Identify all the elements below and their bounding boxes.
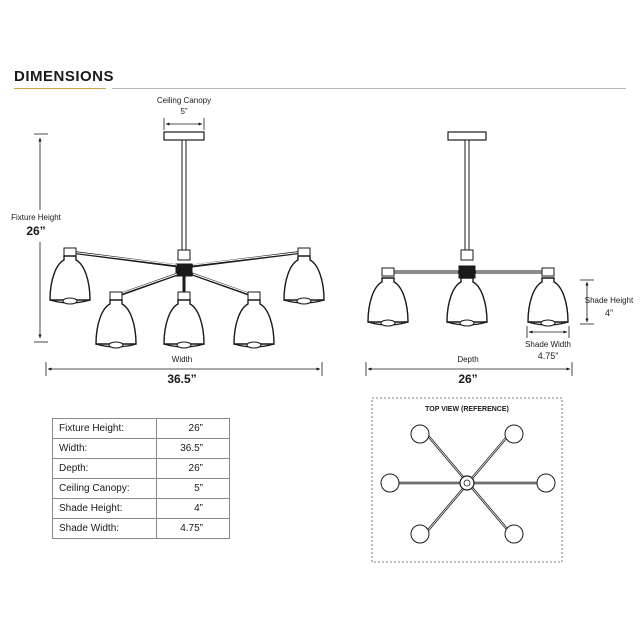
center-hub (175, 263, 193, 277)
shade-side-2 (446, 277, 488, 327)
spec-label: Fixture Height: (52, 418, 157, 439)
spec-label: Width: (52, 438, 157, 459)
fixture-height-label: Fixture Height (11, 213, 62, 222)
top-view-label: TOP VIEW (REFERENCE) (425, 406, 509, 413)
side-stem-rod (464, 139, 470, 251)
top-shade-3 (380, 473, 400, 493)
spec-row: Width:36.5” (52, 438, 230, 459)
spec-label: Ceiling Canopy: (52, 478, 157, 499)
shade-side-1 (367, 277, 409, 327)
spec-row: Depth:26” (52, 458, 230, 479)
hub-top (177, 249, 191, 261)
canopy-value: 5” (180, 107, 187, 116)
top-shade-5 (410, 524, 430, 544)
spec-row: Shade Height:4” (52, 498, 230, 519)
shade-width-label: Shade Width (525, 340, 571, 349)
side-view: Shade Height 4” Shade Width 4.75” Depth … (365, 131, 634, 386)
spec-value: 4” (156, 498, 230, 519)
shade-front-1 (49, 255, 91, 305)
side-hub (458, 265, 476, 279)
spec-value: 26” (156, 418, 230, 439)
shade-front-5 (233, 299, 275, 349)
ceiling-canopy (163, 131, 205, 141)
spec-row: Fixture Height:26” (52, 418, 230, 439)
canopy-label: Ceiling Canopy (157, 96, 211, 105)
fixture-height-value: 26” (26, 224, 45, 238)
spec-value: 4.75” (156, 518, 230, 539)
top-shade-4 (536, 473, 556, 493)
width-value: 36.5” (167, 372, 196, 386)
width-label: Width (172, 355, 192, 364)
spec-value: 36.5” (156, 438, 230, 459)
shade-front-2 (283, 255, 325, 305)
title-divider (112, 88, 626, 89)
spec-row: Ceiling Canopy:5” (52, 478, 230, 499)
shade-height-label: Shade Height (585, 296, 634, 305)
depth-value: 26” (458, 372, 477, 386)
depth-label: Depth (457, 355, 478, 364)
shade-front-4 (163, 299, 205, 349)
shade-front-3 (95, 299, 137, 349)
top-view-frame (371, 397, 563, 563)
top-view: TOP VIEW (REFERENCE) (371, 397, 563, 563)
stem-rod (181, 139, 187, 251)
side-canopy (447, 131, 487, 141)
top-shade-1 (410, 424, 430, 444)
spec-value: 5” (156, 478, 230, 499)
spec-label: Depth: (52, 458, 157, 479)
spec-row: Shade Width:4.75” (52, 518, 230, 539)
shade-side-3 (527, 277, 569, 327)
spec-value: 26” (156, 458, 230, 479)
spec-label: Shade Width: (52, 518, 157, 539)
title-accent-rule (14, 88, 106, 89)
front-view: Ceiling Canopy 5” (11, 96, 325, 386)
spec-table: Fixture Height:26”Width:36.5”Depth:26”Ce… (52, 418, 230, 539)
shade-height-value: 4” (605, 308, 613, 318)
page-title: DIMENSIONS (14, 68, 115, 85)
spec-label: Shade Height: (52, 498, 157, 519)
top-shade-6 (504, 524, 524, 544)
top-shade-2 (504, 424, 524, 444)
shade-width-value: 4.75” (538, 351, 559, 361)
